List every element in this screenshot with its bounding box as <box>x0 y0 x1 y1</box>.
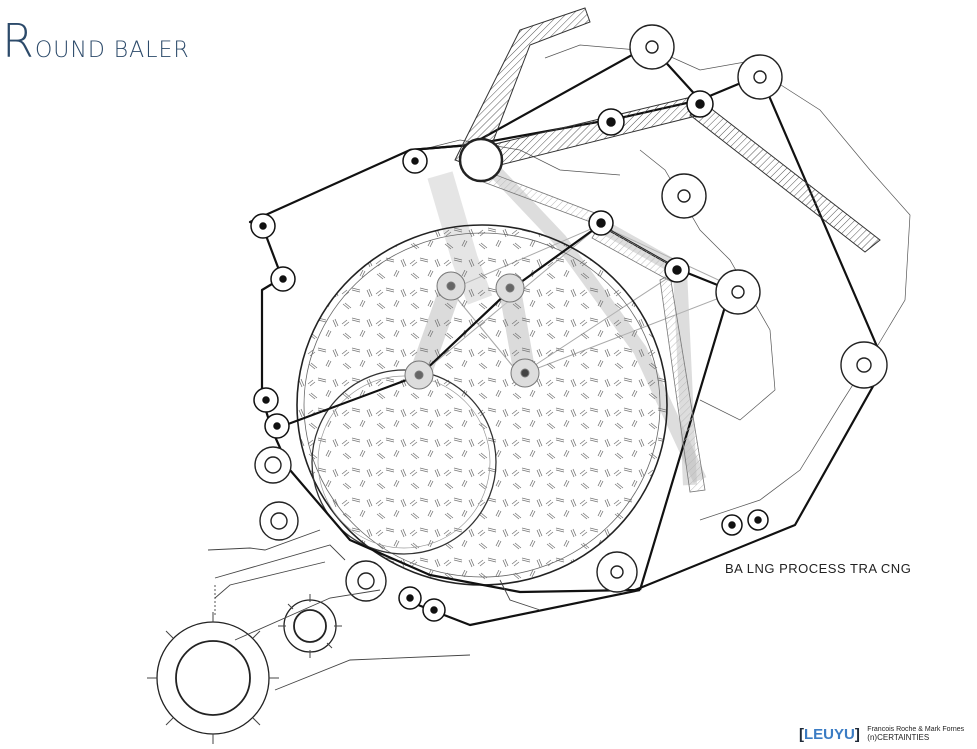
ghost-pins <box>404 271 540 390</box>
roller-left-1 <box>254 446 292 484</box>
roller-left-2 <box>259 501 299 541</box>
roller-mid-right <box>715 269 761 315</box>
process-label: BA LNG PROCESS TRA CNG <box>725 561 912 576</box>
title-rest: OUND BALER <box>34 38 190 63</box>
roller-pivot <box>458 137 504 183</box>
logo-text: LEUYU <box>804 726 855 743</box>
credit-text: Francois Roche & Mark Fornes (n)CERTAINT… <box>867 726 964 743</box>
pivot-pins <box>250 90 769 622</box>
roller-bottom <box>596 551 638 593</box>
bale-chamber <box>296 224 668 586</box>
tension-arm <box>454 7 881 493</box>
rollers <box>254 24 888 602</box>
roller-right <box>840 341 888 389</box>
title-initial: R <box>2 14 35 68</box>
studio-logo: [LEUYU] <box>799 726 860 743</box>
roller-mid <box>661 173 707 219</box>
credit-block: [LEUYU] Francois Roche & Mark Fornes (n)… <box>799 726 964 745</box>
credit-authors: Francois Roche & Mark Fornes <box>867 726 965 733</box>
roller-top-right <box>737 54 783 100</box>
logo-bracket-open: [ <box>799 726 804 743</box>
page-title: ROUND BALER <box>2 18 190 64</box>
roller-feed <box>345 560 387 602</box>
chassis-lines <box>207 529 541 691</box>
pickup-drive <box>147 594 342 744</box>
roller-top-left <box>629 24 675 70</box>
credit-studio: (n)CERTAINTIES <box>867 733 930 742</box>
logo-bracket-close: ] <box>854 726 860 743</box>
